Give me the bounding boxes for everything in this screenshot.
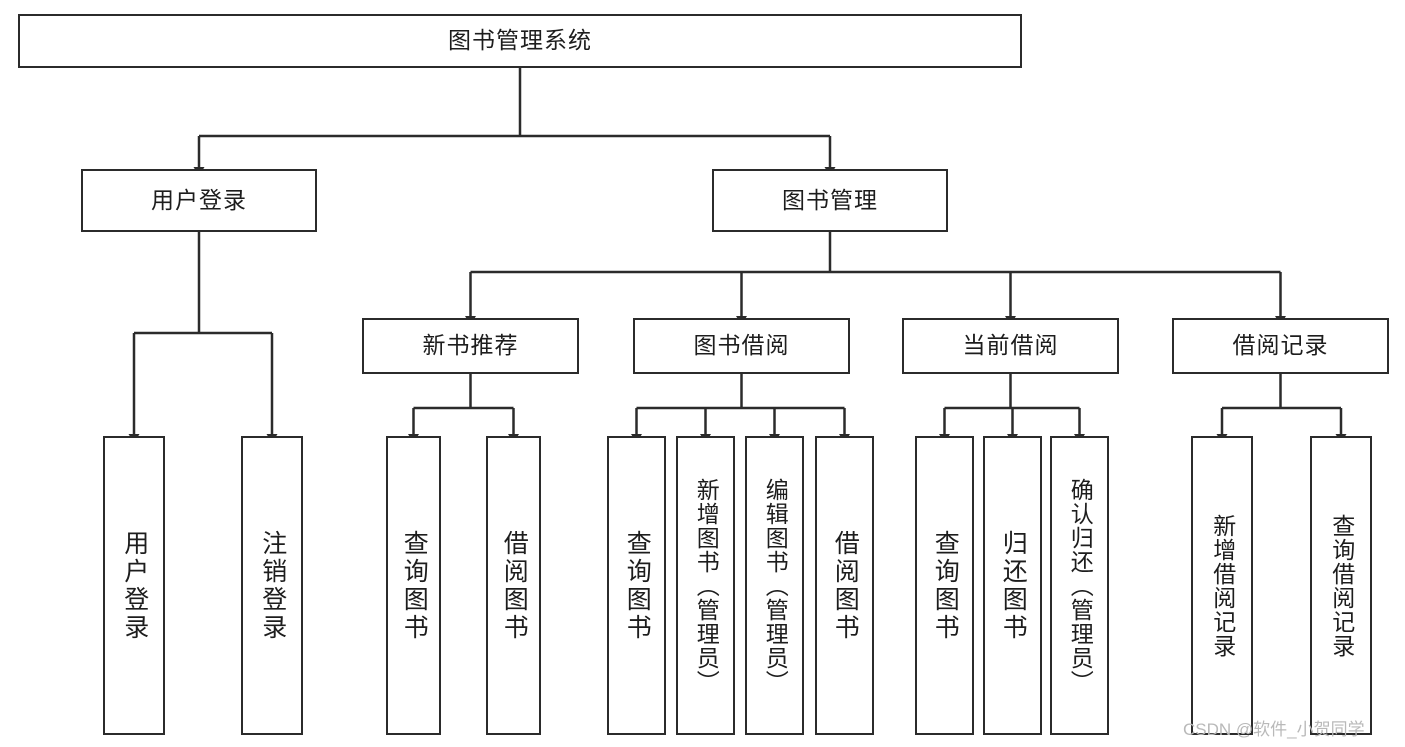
node-root[interactable]: 图书管理系统 (18, 14, 1022, 68)
node-login[interactable]: 用户登录 (81, 169, 317, 232)
node-leaf_bw2[interactable]: 新增图书（管理员） (676, 436, 735, 735)
node-label: 编辑图书（管理员） (762, 477, 789, 694)
node-leaf_rc2[interactable]: 查询借阅记录 (1310, 436, 1372, 735)
watermark-text: CSDN @软件_小贺同学 (1183, 720, 1365, 739)
node-current[interactable]: 当前借阅 (902, 318, 1119, 374)
node-records[interactable]: 借阅记录 (1172, 318, 1389, 374)
node-label: 查询借阅记录 (1328, 513, 1355, 658)
node-label: 查询图书 (623, 529, 652, 642)
node-label: 借阅图书 (500, 529, 529, 642)
node-newbook[interactable]: 新书推荐 (362, 318, 579, 374)
node-label: 用户登录 (120, 529, 149, 642)
node-label: 新增借阅记录 (1209, 513, 1236, 658)
node-leaf_bw4[interactable]: 借阅图书 (815, 436, 874, 735)
node-leaf_cu2[interactable]: 归还图书 (983, 436, 1042, 735)
node-borrow[interactable]: 图书借阅 (633, 318, 850, 374)
node-bookmgmt[interactable]: 图书管理 (712, 169, 948, 232)
node-leaf_rc1[interactable]: 新增借阅记录 (1191, 436, 1253, 735)
node-leaf_nb1[interactable]: 查询图书 (386, 436, 441, 735)
node-label: 当前借阅 (962, 332, 1059, 359)
node-label: 图书借阅 (693, 332, 790, 359)
node-label: 查询图书 (931, 529, 960, 642)
node-label: 查询图书 (400, 529, 429, 642)
node-leaf_bw1[interactable]: 查询图书 (607, 436, 666, 735)
node-leaf_bw3[interactable]: 编辑图书（管理员） (745, 436, 804, 735)
node-leaf_cu1[interactable]: 查询图书 (915, 436, 974, 735)
node-label: 借阅图书 (831, 529, 860, 642)
node-label: 注销登录 (258, 529, 287, 642)
node-label: 用户登录 (151, 186, 247, 213)
node-label: 图书管理系统 (448, 27, 592, 54)
node-label: 确认归还（管理员） (1067, 477, 1094, 694)
node-label: 新增图书（管理员） (693, 477, 720, 694)
node-label: 新书推荐 (422, 332, 519, 359)
node-leaf_nb2[interactable]: 借阅图书 (486, 436, 541, 735)
node-leaf_cu3[interactable]: 确认归还（管理员） (1050, 436, 1109, 735)
node-leaf_login2[interactable]: 注销登录 (241, 436, 303, 735)
node-label: 借阅记录 (1232, 332, 1329, 359)
node-label: 图书管理 (782, 186, 878, 213)
node-leaf_login1[interactable]: 用户登录 (103, 436, 165, 735)
node-label: 归还图书 (999, 529, 1028, 642)
